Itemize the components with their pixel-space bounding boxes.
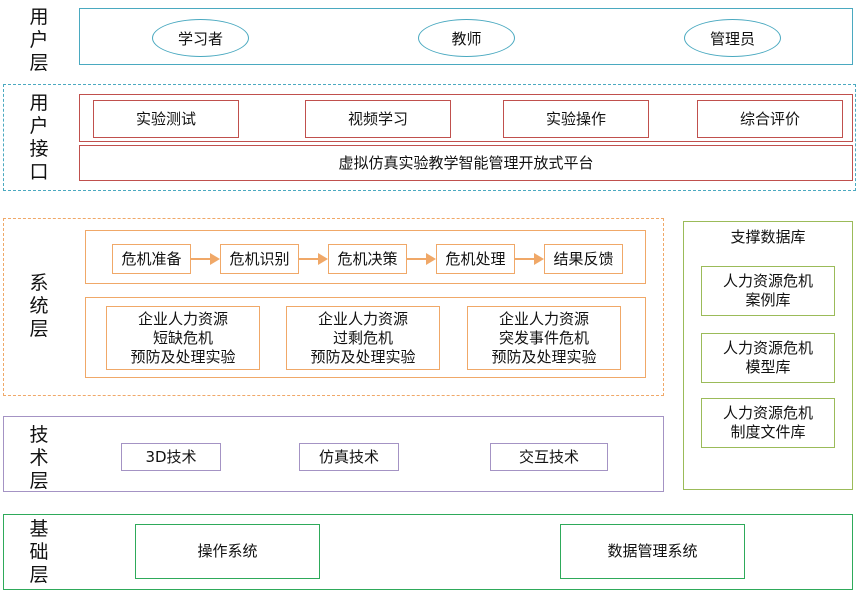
- flow-step-identification: 危机识别: [220, 244, 299, 274]
- support-db-policy-library: 人力资源危机 制度文件库: [701, 398, 835, 448]
- interface-layer-label: 用 户 接 口: [29, 92, 49, 183]
- platform-bar: 虚拟仿真实验教学智能管理开放式平台: [79, 145, 853, 181]
- flow-step-handling: 危机处理: [436, 244, 515, 274]
- system-layer-frame: [3, 218, 664, 396]
- role-teacher: 教师: [418, 19, 515, 57]
- support-db-frame: [683, 221, 853, 490]
- experiment-surplus: 企业人力资源 过剩危机 预防及处理实验: [286, 306, 440, 370]
- flow-arrow-1: [191, 253, 220, 265]
- role-learner: 学习者: [152, 19, 249, 57]
- module-experiment-test: 实验测试: [93, 100, 239, 138]
- support-db-model-library: 人力资源危机 模型库: [701, 333, 835, 383]
- tech-simulation: 仿真技术: [299, 443, 399, 471]
- module-experiment-operation: 实验操作: [503, 100, 649, 138]
- user-layer-label: 用 户 层: [29, 6, 49, 74]
- user-layer-frame: [79, 8, 853, 65]
- tech-layer-frame: [3, 416, 664, 492]
- flow-arrow-4: [515, 253, 544, 265]
- system-layer-label: 系 统 层: [29, 272, 49, 340]
- base-os: 操作系统: [135, 524, 320, 579]
- flow-step-decision: 危机决策: [328, 244, 407, 274]
- crisis-flow-frame: [85, 230, 646, 284]
- flow-arrow-3: [407, 253, 436, 265]
- experiment-emergency: 企业人力资源 突发事件危机 预防及处理实验: [467, 306, 621, 370]
- experiments-frame: [85, 297, 646, 378]
- module-video-learning: 视频学习: [305, 100, 451, 138]
- base-dbms: 数据管理系统: [560, 524, 745, 579]
- tech-layer-label: 技 术 层: [29, 424, 49, 492]
- flow-arrow-2: [299, 253, 328, 265]
- experiment-shortage: 企业人力资源 短缺危机 预防及处理实验: [106, 306, 260, 370]
- support-db-title: 支撑数据库: [730, 227, 806, 246]
- support-db-case-library: 人力资源危机 案例库: [701, 266, 835, 316]
- flow-step-preparation: 危机准备: [112, 244, 191, 274]
- tech-3d: 3D技术: [121, 443, 221, 471]
- module-comprehensive-evaluation: 综合评价: [697, 100, 843, 138]
- interface-layer-frame: [3, 84, 856, 191]
- flow-step-feedback: 结果反馈: [544, 244, 623, 274]
- interface-modules-frame: [79, 94, 853, 142]
- base-layer-label: 基 础 层: [29, 518, 49, 586]
- tech-interaction: 交互技术: [490, 443, 608, 471]
- role-admin: 管理员: [684, 19, 781, 57]
